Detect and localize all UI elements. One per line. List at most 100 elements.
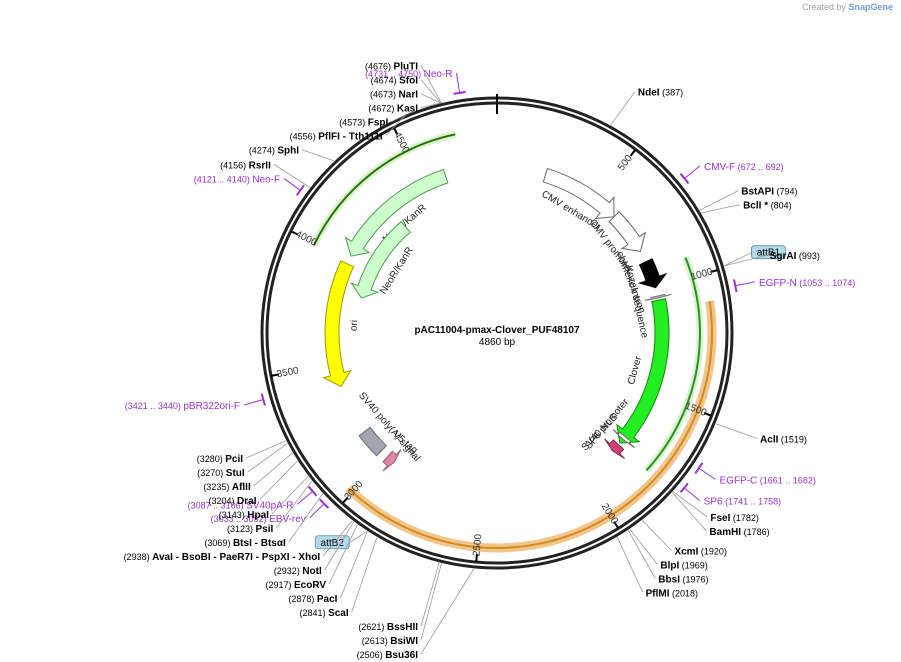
att-badge-attb1 bbox=[751, 245, 786, 260]
primers-layer: (4731 .. 4750) Neo-R CMV-F (672 .. 692) EG… bbox=[125, 69, 855, 550]
tick-label-500: 500 bbox=[616, 153, 635, 173]
tick-1000 bbox=[710, 268, 719, 274]
feature-kozak-sequence bbox=[644, 293, 672, 301]
enzyme-line-scai bbox=[351, 537, 378, 613]
enzyme-label-bstapi: BstAPI (794) bbox=[741, 187, 797, 198]
primer-label-ebv-rev: (3033 .. 3052) EBV-rev bbox=[211, 514, 306, 525]
att-label-attb2: attB2 bbox=[321, 538, 345, 549]
primer-line-egfp-c bbox=[698, 467, 716, 480]
enzyme-label-acli: AclI (1519) bbox=[760, 434, 807, 445]
primer-mark-neo-r bbox=[453, 91, 466, 95]
feature-label-ori: ori bbox=[349, 320, 361, 332]
enzyme-line-blpi bbox=[629, 528, 658, 565]
enzyme-line-sphi bbox=[301, 149, 335, 162]
enzyme-line-psii bbox=[275, 480, 313, 529]
enzyme-label-pflfi-tth111i: (4556) PflFI - Tth111I bbox=[290, 132, 383, 143]
primer-mark-neo-f bbox=[295, 184, 305, 196]
tick-4000 bbox=[290, 230, 299, 236]
tick-label-1000: 1000 bbox=[690, 266, 715, 283]
enzyme-label-paci: (2878) PacI bbox=[288, 594, 337, 605]
enzyme-label-bsshii: (2621) BssHII bbox=[358, 622, 418, 633]
enzyme-label-noti: (2932) NotI bbox=[274, 566, 322, 577]
enzyme-line-acli bbox=[715, 423, 758, 439]
enzyme-line-bamhi bbox=[672, 492, 707, 532]
primer-label-egfp-c: EGFP-C (1661 .. 1682) bbox=[720, 475, 816, 486]
enzymes-layer: NdeI (387) BstAPI (794) BclI * (804) SgrAI … bbox=[124, 62, 820, 661]
feature-label-sv40-poly-a-signal: SV40 poly(A) signal bbox=[356, 390, 422, 463]
enzyme-label-pcii: (3280) PciI bbox=[197, 454, 244, 465]
enzyme-line-ecorv bbox=[328, 524, 358, 585]
enzyme-label-btsi-bts-i: (3069) BtsI - BtsαI bbox=[204, 538, 286, 549]
enzyme-line-bcli bbox=[701, 204, 741, 214]
enzyme-line-sgrai bbox=[724, 254, 767, 267]
primer-label-neo-f: (4121 .. 4140) Neo-F bbox=[194, 175, 280, 186]
primer-line-neo-r bbox=[456, 73, 461, 93]
enzyme-line-aflii bbox=[253, 452, 293, 487]
enzyme-label-bcli: BclI * (804) bbox=[743, 201, 792, 212]
enzyme-label-bsiwi: (2613) BsiWI bbox=[362, 636, 419, 647]
enzyme-line-pflfi-tth111i bbox=[385, 113, 407, 137]
enzyme-label-blpi: BlpI (1969) bbox=[660, 560, 707, 571]
enzyme-line-sfoi bbox=[420, 79, 441, 104]
enzyme-label-aflii: (3235) AflII bbox=[203, 482, 251, 493]
enzyme-label-drai: (3204) DraI bbox=[209, 496, 257, 507]
enzyme-label-xcmi: XcmI (1920) bbox=[674, 546, 726, 557]
feature-neor-kanr bbox=[350, 220, 411, 299]
primer-label-neo-r: (4731 .. 4750) Neo-R bbox=[365, 69, 452, 80]
enzyme-line-nari bbox=[420, 93, 441, 104]
enzyme-label-sphi: (4274) SphI bbox=[249, 146, 299, 157]
enzyme-label-nari: (4673) NarI bbox=[370, 90, 418, 101]
neo-context-line bbox=[312, 133, 456, 246]
primer-line-ebv-rev bbox=[309, 503, 325, 519]
enzyme-label-pflmi: PflMI (2018) bbox=[646, 588, 698, 599]
feature-ori bbox=[322, 260, 355, 388]
feature-sp6-promoter bbox=[612, 429, 635, 448]
enzyme-line-rsrii bbox=[273, 163, 311, 188]
feature-clover bbox=[616, 298, 670, 444]
enzyme-line-drai bbox=[259, 460, 298, 501]
primer-mark-egfp-n bbox=[733, 279, 738, 293]
snapgene-logo-text: SnapGene bbox=[848, 2, 893, 12]
snapgene-watermark: Created by SnapGene bbox=[802, 2, 893, 12]
feature-sv40-nls bbox=[604, 438, 625, 459]
tick-label-3500: 3500 bbox=[276, 365, 300, 380]
enzyme-label-sfoi: (4674) SfoI bbox=[371, 76, 419, 87]
primer-label-sp6: SP6 (1741 .. 1758) bbox=[704, 497, 781, 508]
tick-1500 bbox=[703, 412, 712, 417]
backbone-layer bbox=[260, 94, 734, 570]
enzyme-line-bsshii bbox=[420, 562, 440, 627]
plasmid-name: pAC11004-pmax-Clover_PUF48107 bbox=[414, 325, 580, 336]
watermark-prefix: Created by bbox=[801, 2, 846, 12]
enzyme-line-bsiwi bbox=[420, 563, 442, 641]
enzyme-label-sgrai: SgrAI (993) bbox=[770, 251, 820, 262]
feature-label-clover: Clover bbox=[626, 354, 644, 385]
feature-cmv-enhancer bbox=[542, 167, 615, 220]
enzyme-line-pflmi bbox=[616, 537, 644, 593]
primer-mark-ebv-rev bbox=[319, 498, 330, 509]
clover-context-line bbox=[645, 257, 701, 472]
feature-cmv-promoter bbox=[608, 211, 647, 252]
tick-4500 bbox=[392, 127, 399, 136]
enzyme-label-bsu36i: (2506) Bsu36I bbox=[357, 650, 419, 661]
primer-label-egfp-n: EGFP-N (1053 .. 1074) bbox=[759, 278, 855, 289]
plasmid-length: 4860 bp bbox=[479, 337, 516, 348]
enzyme-label-fspi: (4573) FspI bbox=[339, 118, 388, 129]
primer-line-neo-f bbox=[283, 178, 301, 191]
enzyme-label-ndei: NdeI (387) bbox=[638, 88, 683, 99]
enzyme-label-stui: (3270) StuI bbox=[197, 468, 245, 479]
tick-label-2500: 2500 bbox=[471, 533, 484, 557]
primer-label-sv40pa-r: (3087 .. 3106) SV40pA-R bbox=[188, 500, 294, 511]
enzyme-line-fsei bbox=[672, 491, 708, 518]
enzyme-label-scai: (2841) ScaI bbox=[300, 608, 349, 619]
enzyme-line-bbsi bbox=[627, 530, 656, 579]
primer-label-cmv-f: CMV-F (672 .. 692) bbox=[704, 162, 784, 173]
enzyme-line-hpai bbox=[271, 475, 309, 515]
enzyme-label-pluti: (4676) PluTI bbox=[365, 62, 418, 73]
primer-line-sv40pa-r bbox=[297, 490, 313, 505]
primer-line-sp6 bbox=[683, 487, 700, 502]
enzyme-label-fsei: FseI (1782) bbox=[710, 513, 759, 524]
enzyme-line-bsu36i bbox=[420, 568, 475, 655]
enzyme-line-ndei bbox=[610, 91, 636, 126]
enzyme-label-ecorv: (2917) EcoRV bbox=[265, 580, 326, 591]
